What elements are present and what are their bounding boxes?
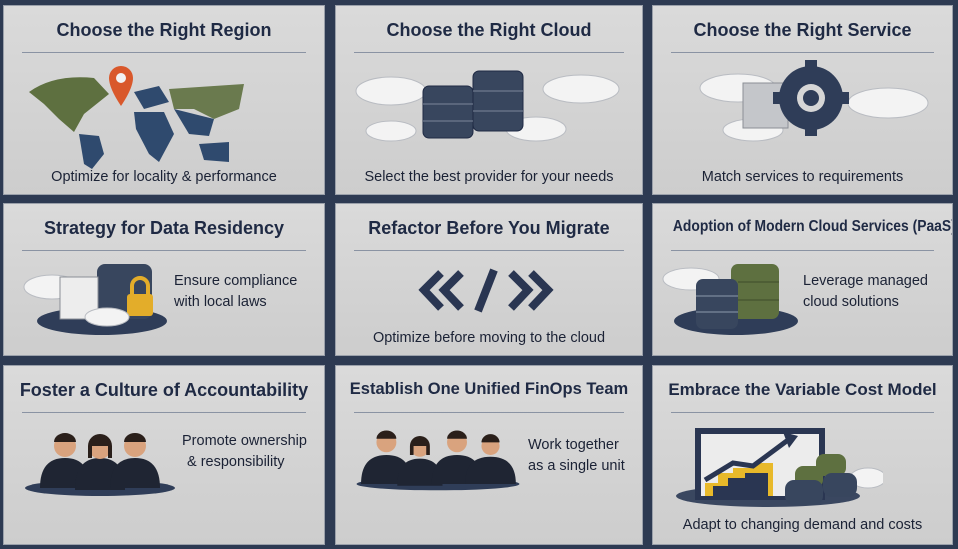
managed-database-icon bbox=[662, 264, 798, 335]
card-description-line1: Ensure compliance bbox=[174, 273, 298, 289]
code-brackets-icon bbox=[418, 268, 554, 313]
divider bbox=[354, 52, 624, 53]
card-choose-cloud: Choose the Right Cloud Select the best p… bbox=[335, 5, 643, 195]
card-title: Establish One Unified FinOps Team bbox=[349, 380, 629, 398]
card-description-line1: Leverage managed bbox=[803, 273, 928, 289]
card-description-line2: with local laws bbox=[174, 294, 267, 310]
divider bbox=[22, 250, 306, 251]
card-title: Embrace the Variable Cost Model bbox=[668, 380, 937, 399]
divider bbox=[22, 52, 306, 53]
card-description-line2: & responsibility bbox=[187, 454, 285, 470]
card-choose-region: Choose the Right Region Optimize for loc… bbox=[3, 5, 325, 195]
card-title: Choose the Right Cloud bbox=[386, 20, 592, 40]
divider bbox=[671, 250, 934, 251]
divider bbox=[354, 412, 624, 413]
team-people-icon bbox=[25, 433, 175, 496]
card-title: Foster a Culture of Accountability bbox=[19, 380, 309, 400]
card-choose-service: Choose the Right Service Match services … bbox=[652, 5, 953, 195]
card-data-residency: Strategy for Data Residency Ensure compl… bbox=[3, 203, 325, 356]
card-description: Optimize for locality & performance bbox=[51, 169, 277, 185]
card-finops-team: Establish One Unified FinOps Team Work t… bbox=[335, 365, 643, 545]
card-refactor: Refactor Before You Migrate Optimize bef… bbox=[335, 203, 643, 356]
database-lock-icon bbox=[23, 264, 167, 335]
card-title: Choose the Right Service bbox=[693, 20, 912, 40]
world-map-pin-icon bbox=[29, 66, 244, 169]
card-title: Refactor Before You Migrate bbox=[368, 218, 610, 238]
card-variable-cost: Embrace the Variable Cost Model Adapt to… bbox=[652, 365, 953, 545]
card-title: Choose the Right Region bbox=[56, 20, 272, 40]
card-paas: Adoption of Modern Cloud Services (PaaS)… bbox=[652, 203, 953, 356]
cloud-servers-icon bbox=[355, 70, 620, 142]
gear-cloud-icon bbox=[699, 60, 929, 142]
card-description: Match services to requirements bbox=[701, 169, 904, 185]
card-description: Adapt to changing demand and costs bbox=[682, 517, 923, 533]
divider bbox=[671, 412, 934, 413]
card-description-line2: as a single unit bbox=[528, 458, 625, 474]
card-title: Strategy for Data Residency bbox=[43, 218, 285, 238]
card-description: Optimize before moving to the cloud bbox=[372, 330, 606, 346]
card-description: Select the best provider for your needs bbox=[364, 169, 614, 185]
card-accountability: Foster a Culture of Accountability Promo… bbox=[3, 365, 325, 545]
card-description-line2: cloud solutions bbox=[803, 294, 899, 310]
team-group-icon bbox=[356, 430, 520, 491]
card-description-line1: Work together bbox=[528, 437, 619, 453]
card-description-line1: Promote ownership bbox=[182, 433, 307, 449]
divider bbox=[671, 52, 934, 53]
card-title: Adoption of Modern Cloud Services (PaaS) bbox=[672, 218, 953, 235]
divider bbox=[22, 412, 306, 413]
growth-chart-icon bbox=[676, 428, 883, 507]
divider bbox=[354, 250, 624, 251]
